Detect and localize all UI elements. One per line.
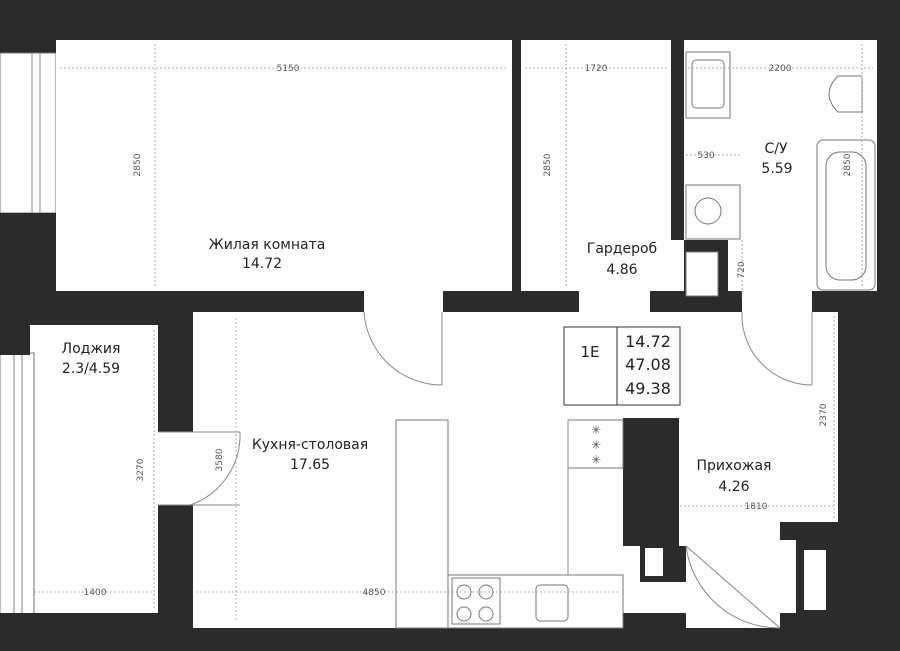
toilet-icon (828, 75, 863, 113)
dim-loggia-width: 1400 (84, 588, 107, 598)
dim-hall-width: 1810 (745, 502, 768, 512)
dim-bath-width: 2200 (769, 64, 792, 74)
kitchen-counter (395, 419, 449, 629)
stove-burners-top: ✳ (591, 423, 601, 437)
info-living-area: 14.72 (625, 332, 671, 351)
label-loggia-area: 2.3/4.59 (62, 361, 120, 377)
info-total-area: 47.08 (625, 355, 671, 374)
wardrobe-floor (521, 40, 671, 291)
dim-bath-height: 2850 (843, 153, 853, 176)
dim-hall-height: 2370 (819, 403, 829, 426)
stove-icon (451, 577, 501, 625)
label-bathroom-area: 5.59 (761, 161, 792, 177)
label-wardrobe-area: 4.86 (606, 262, 637, 278)
label-living-area: 14.72 (242, 256, 282, 272)
window-living (0, 52, 57, 214)
kitchen-sink-icon (535, 584, 569, 622)
label-bathroom-name: С/У (764, 141, 787, 157)
svg-text:✳: ✳ (591, 453, 601, 467)
dim-living-width: 5150 (277, 64, 300, 74)
outer-wall-bottom (0, 628, 900, 651)
living-room-floor (56, 40, 512, 291)
dim-bath-door-gap: 720 (737, 261, 747, 278)
apartment-info-box: 1E 14.72 47.08 49.38 (563, 326, 681, 406)
label-kitchen-name: Кухня-столовая (252, 437, 368, 453)
door-living[interactable] (363, 311, 443, 386)
label-living-name: Жилая комната (209, 237, 326, 253)
label-loggia-name: Лоджия (62, 341, 121, 357)
door-loggia[interactable] (158, 431, 241, 506)
outer-wall-right (877, 0, 900, 651)
info-area-with-loggia: 49.38 (625, 379, 671, 398)
label-wardrobe-name: Гардероб (587, 241, 657, 257)
label-hall-name: Прихожая (697, 458, 772, 474)
dim-bath-sink-gap: 530 (697, 151, 714, 161)
dim-loggia-height: 3270 (136, 458, 146, 481)
door-bathroom[interactable] (741, 311, 813, 386)
dim-wardrobe-width: 1720 (585, 64, 608, 74)
dim-wardrobe-height: 2850 (543, 153, 553, 176)
label-hall-area: 4.26 (718, 479, 749, 495)
svg-text:✳: ✳ (591, 438, 601, 452)
outer-wall-top (0, 0, 900, 40)
door-entrance[interactable] (685, 545, 781, 629)
dim-living-height: 2850 (133, 153, 143, 176)
wall-living-wardrobe (512, 40, 521, 291)
dim-kitchen-width: 4850 (363, 588, 386, 598)
dim-kitchen-height: 3580 (215, 448, 225, 471)
wall-wardrobe-bath (671, 40, 684, 240)
info-code: 1E (580, 343, 599, 361)
window-loggia (0, 352, 35, 616)
label-kitchen-area: 17.65 (290, 457, 330, 473)
